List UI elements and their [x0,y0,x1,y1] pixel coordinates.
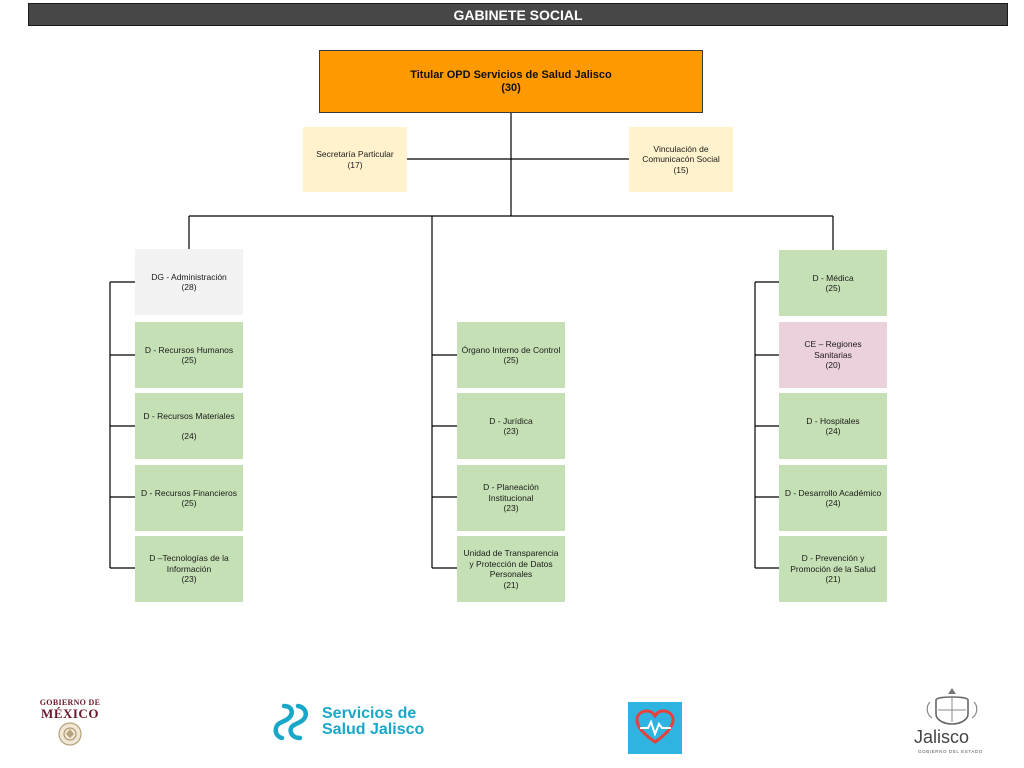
node-desarrollo-academico: D - Desarrollo Académico (24) [779,465,887,531]
node-vinculacion-comunicacion: Vinculación de Comunicacón Social (15) [629,127,733,192]
root-count: (30) [501,81,521,94]
node-tecnologias-informacion: D –Tecnologías de la Información (23) [135,536,243,602]
node-medica: D - Médica (25) [779,250,887,316]
heart-pulse-icon [628,702,682,754]
node-juridica: D - Jurídica (23) [457,393,565,459]
root-title: Titular OPD Servicios de Salud Jalisco [410,68,612,81]
jalisco-gobierno-logo: Jalisco GOBIERNO DEL ESTADO [912,686,992,758]
gobierno-mexico-logo: GOBIERNO DE MÉXICO [36,698,104,754]
heart-rate-logo [628,702,682,754]
node-planeacion-institucional: D - Planeación Institucional (23) [457,465,565,531]
node-secretaria-particular: Secretaría Particular (17) [303,127,407,192]
ssj-mark-icon [273,703,308,741]
mexico-seal-icon [58,722,82,746]
page-title: GABINETE SOCIAL [28,3,1008,26]
node-organo-interno-control: Órgano Interno de Control (25) [457,322,565,388]
node-unidad-transparencia: Unidad de Transparencia y Protección de … [457,536,565,602]
node-dg-administracion: DG - Administración (28) [135,249,243,315]
node-regiones-sanitarias: CE – Regiones Sanitarias (20) [779,322,887,388]
node-recursos-financieros: D - Recursos Financieros (25) [135,465,243,531]
node-prevencion-promocion: D - Prevención y Promoción de la Salud (… [779,536,887,602]
jalisco-coat-of-arms-icon [926,688,978,725]
node-hospitales: D - Hospitales (24) [779,393,887,459]
root-node: Titular OPD Servicios de Salud Jalisco (… [319,50,703,113]
node-recursos-humanos: D - Recursos Humanos (25) [135,322,243,388]
node-recursos-materiales: D - Recursos Materiales (24) [135,393,243,459]
servicios-salud-jalisco-logo: Servicios de Salud Jalisco [270,700,440,744]
